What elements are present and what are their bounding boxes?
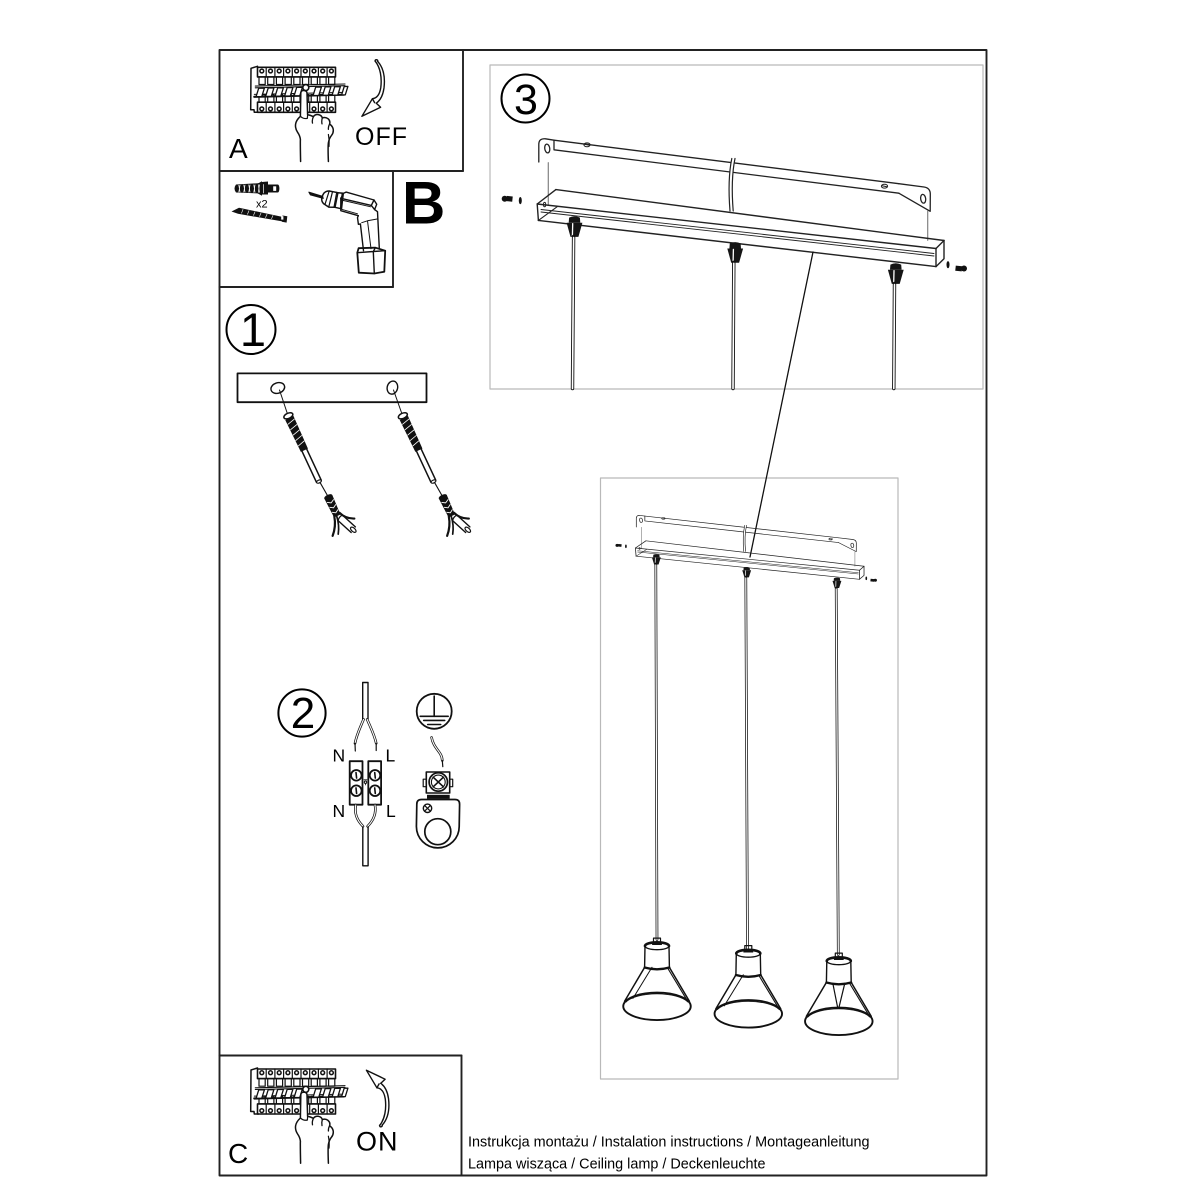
svg-text:2: 2 — [291, 689, 315, 738]
svg-text:C: C — [228, 1138, 248, 1169]
svg-text:B: B — [402, 170, 445, 237]
svg-text:3: 3 — [514, 76, 538, 124]
svg-text:N: N — [333, 746, 346, 766]
svg-text:ON: ON — [356, 1127, 399, 1157]
svg-text:x2: x2 — [256, 199, 268, 211]
svg-text:N: N — [333, 801, 346, 821]
svg-text:L: L — [386, 746, 396, 766]
svg-text:Instrukcja montażu / Instalati: Instrukcja montażu / Instalation instruc… — [468, 1135, 870, 1151]
svg-text:1: 1 — [240, 303, 266, 356]
svg-text:A: A — [229, 133, 248, 164]
svg-text:Lampa wisząca / Ceiling lamp /: Lampa wisząca / Ceiling lamp / Deckenleu… — [468, 1157, 766, 1173]
svg-text:OFF: OFF — [355, 123, 408, 151]
svg-text:L: L — [386, 801, 396, 821]
